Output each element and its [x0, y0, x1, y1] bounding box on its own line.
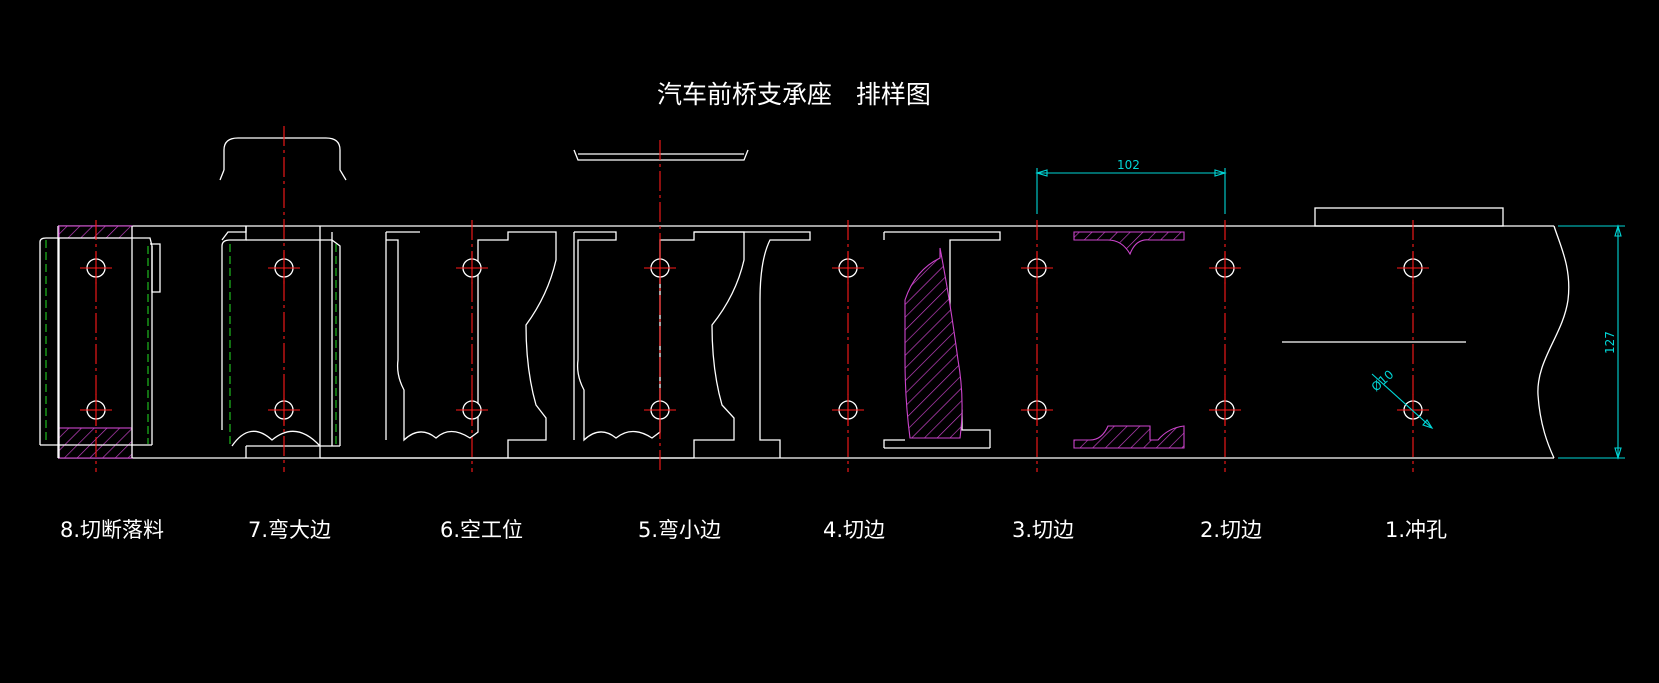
strip-outline [57, 207, 1570, 459]
step-label: 5.弯小边 [638, 518, 721, 542]
dimension-width-label: 127 [1603, 331, 1617, 354]
step-label: 4.切边 [823, 518, 885, 542]
scrap-hatch [1073, 425, 1185, 449]
step-label: 8.切断落料 [60, 518, 164, 542]
step-label: 1.冲孔 [1385, 518, 1447, 542]
step-label: 6.空工位 [440, 518, 523, 542]
scrap-hatch [904, 247, 963, 439]
step-labels: 8.切断落料 7.弯大边 6.空工位 5.弯小边 4.切边 3.切边 2.切边 … [60, 518, 1447, 542]
dimension-hole-label: Ø10 [1369, 367, 1397, 394]
step-label: 2.切边 [1200, 518, 1262, 542]
scrap-hatch [1073, 231, 1185, 256]
dimension-pitch-label: 102 [1117, 158, 1140, 172]
station-7-part [219, 137, 347, 458]
centerlines [80, 126, 1429, 472]
dimension-hole: Ø10 [1369, 367, 1434, 430]
station-3-2-part [1073, 231, 1185, 449]
drawing-title: 汽车前桥支承座 排样图 [657, 80, 931, 109]
station-6-part [319, 226, 557, 459]
dimension-width: 127 [1558, 224, 1625, 460]
dimension-pitch: 102 [1035, 158, 1227, 214]
station-5-part [508, 149, 749, 459]
station-4-part [694, 231, 1001, 458]
step-label: 7.弯大边 [248, 518, 331, 542]
step-label: 3.切边 [1012, 518, 1074, 542]
